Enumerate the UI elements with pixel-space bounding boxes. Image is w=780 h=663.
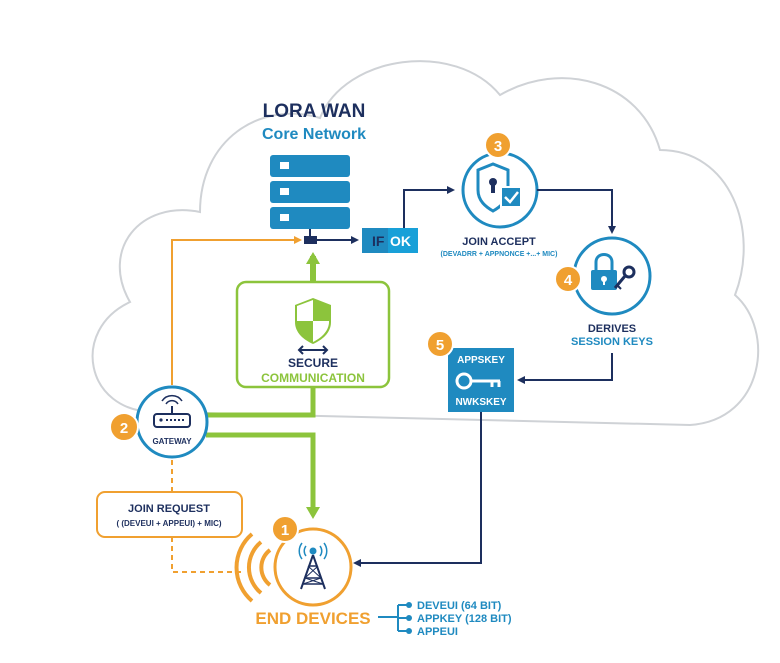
join-accept-title: JOIN ACCEPT bbox=[462, 236, 536, 248]
end-devices-label: END DEVICES bbox=[255, 609, 370, 628]
if-ok-box: IF OK bbox=[362, 228, 418, 253]
appskey-label: APPSKEY bbox=[457, 355, 505, 366]
derives-line2: SESSION KEYS bbox=[571, 336, 653, 348]
secure-communication-box: SECURE COMMUNICATION bbox=[235, 280, 391, 389]
device-id-bullet-3 bbox=[406, 628, 412, 634]
lock-key-icon bbox=[591, 253, 636, 290]
svg-text:4: 4 bbox=[564, 272, 573, 289]
join-request-detail: ( (DEVEUI + APPEUI) + MIC) bbox=[116, 519, 221, 528]
server-icon bbox=[270, 155, 350, 244]
svg-text:2: 2 bbox=[120, 420, 128, 437]
step-5-badge: 5 bbox=[426, 330, 454, 358]
step-2-badge: 2 bbox=[109, 412, 139, 442]
device-id-deveui: DEVEUI (64 BIT) bbox=[417, 600, 502, 612]
derives-to-keys-arrow bbox=[517, 353, 613, 384]
end-devices-node bbox=[273, 527, 353, 607]
join-accept-to-derives-arrow bbox=[537, 189, 616, 234]
derives-line1: DERIVES bbox=[588, 323, 636, 335]
ifok-to-join-accept-arrow bbox=[403, 186, 455, 228]
page-title: LORA WAN bbox=[263, 101, 366, 122]
radio-waves-icon bbox=[234, 532, 272, 603]
gateway-to-end-devices-arrow bbox=[206, 432, 320, 519]
nwkskey-label: NWKSKEY bbox=[455, 397, 506, 408]
gateway-node: GATEWAY bbox=[135, 385, 209, 459]
gateway-label: GATEWAY bbox=[152, 437, 192, 446]
join-request-dashed-down bbox=[171, 537, 243, 573]
session-keys-box: APPSKEY NWKSKEY bbox=[448, 348, 514, 412]
secure-line1: SECURE bbox=[288, 356, 338, 370]
join-accept-node bbox=[461, 151, 539, 229]
page-subtitle: Core Network bbox=[262, 126, 366, 143]
antenna-tower-icon bbox=[298, 542, 328, 590]
svg-text:1: 1 bbox=[281, 522, 289, 539]
step-1-badge: 1 bbox=[271, 515, 299, 543]
device-id-appkey: APPKEY (128 BIT) bbox=[417, 613, 512, 625]
cloud-outline bbox=[91, 60, 760, 427]
device-id-appeui: APPEUI bbox=[417, 626, 458, 638]
device-id-bullet-1 bbox=[406, 602, 412, 608]
if-label: IF bbox=[372, 233, 385, 249]
svg-text:3: 3 bbox=[494, 138, 502, 155]
secure-line2: COMMUNICATION bbox=[261, 371, 365, 385]
step-3-badge: 3 bbox=[484, 131, 512, 159]
gateway-to-server-arrow bbox=[171, 236, 302, 385]
secure-shield-icon bbox=[295, 298, 331, 355]
derives-node bbox=[572, 236, 652, 316]
join-request-box: JOIN REQUEST ( (DEVEUI + APPEUI) + MIC) bbox=[96, 491, 243, 538]
shield-check-icon bbox=[476, 162, 522, 213]
ok-label: OK bbox=[390, 233, 411, 249]
router-icon bbox=[153, 394, 191, 428]
keys-to-end-devices-arrow bbox=[353, 412, 482, 567]
svg-text:5: 5 bbox=[436, 337, 444, 354]
join-accept-detail: (DEVADRR + APPNONCE +...+ MIC) bbox=[441, 251, 558, 258]
device-id-bullet-2 bbox=[406, 615, 412, 621]
join-request-title: JOIN REQUEST bbox=[128, 503, 210, 515]
key-icon bbox=[455, 372, 501, 390]
step-4-badge: 4 bbox=[554, 265, 582, 293]
gateway-to-secure-link bbox=[206, 387, 316, 418]
